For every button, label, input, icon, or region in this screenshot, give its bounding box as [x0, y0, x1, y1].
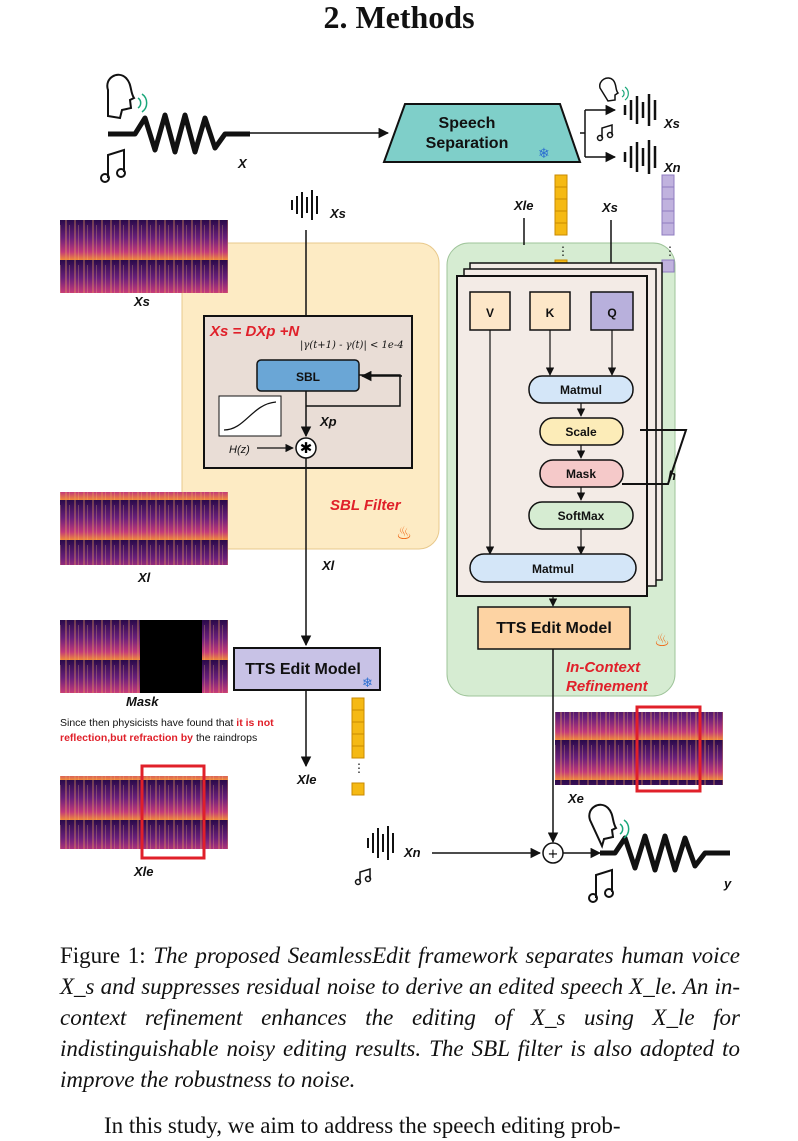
y-output-label: y [723, 876, 732, 891]
xe-highlight-box [635, 705, 702, 793]
v-box [469, 291, 511, 331]
body-paragraph-start: In this study, we aim to address the spe… [104, 1113, 621, 1138]
spectrogram-xle [60, 776, 228, 849]
output-music-icon [588, 868, 614, 903]
output-speaker-icon [588, 803, 630, 849]
matmul-bottom [469, 553, 637, 583]
xle-attn-in-label: Xle [513, 198, 534, 213]
x-input-label: X [237, 156, 248, 171]
spec-xle-label: Xle [133, 864, 154, 879]
spectrogram-xl [60, 492, 228, 565]
speech-separation-block: Speech Separation ❄ [382, 103, 582, 163]
spec-xe-label: Xe [567, 791, 584, 806]
xs-filter-in-label: Xs [329, 206, 346, 221]
xs-output-label: Xs [663, 116, 680, 131]
xn-waveform-icon [623, 140, 657, 174]
mask-sentence-line2: reflection,but refraction by the raindro… [60, 732, 257, 744]
v-label: V [486, 306, 494, 320]
mask-label: Mask [566, 467, 596, 481]
figure-caption: Figure 1: The proposed SeamlessEdit fram… [60, 940, 740, 1095]
h-heads-bracket [622, 429, 688, 485]
tts-edit-right-label: TTS Edit Model [496, 620, 612, 637]
softmax-label: SoftMax [558, 509, 605, 523]
fire-icon: ♨ [396, 523, 412, 544]
output-waveform [600, 833, 730, 873]
small-speaker-icon [599, 77, 629, 102]
svg-text:✱: ✱ [300, 439, 313, 457]
icr-title-line2: Refinement [566, 678, 649, 695]
scale-label: Scale [565, 425, 597, 439]
tts-edit-model-left [233, 647, 381, 691]
xle-out-label: Xle [296, 772, 317, 787]
spectrogram-xs [60, 220, 228, 293]
icr-title-line1: In-Context [566, 659, 641, 676]
sbl-box-label: SBL [296, 370, 320, 384]
xn-bottom-waveform-icon [367, 826, 394, 860]
input-waveform [108, 112, 250, 155]
mask-sentence-line1: Since then physicists have found that it… [60, 717, 274, 729]
k-label: K [546, 306, 555, 320]
svg-text:⋮: ⋮ [353, 761, 365, 775]
spec-xl-label: Xl [137, 570, 151, 585]
speech-separation-line1: Speech [439, 115, 496, 132]
sbl-filter-title: SBL Filter [330, 497, 402, 514]
xs-filter-waveform-icon [291, 190, 318, 220]
spectrogram-xe [555, 712, 723, 785]
svg-text:⋮: ⋮ [557, 244, 569, 258]
q-label: Q [607, 306, 616, 320]
h-label: h [668, 468, 676, 483]
xn-output-label: Xn [663, 160, 681, 175]
snowflake-icon: ❄ [538, 146, 550, 162]
speaker-icon [106, 73, 148, 120]
xle-highlight-box [140, 764, 206, 860]
sbl-criterion: |γ(t+1) - γ(t)| < 1e-4 [300, 340, 404, 351]
sbl-equation: Xs = DXp +N [209, 323, 300, 340]
xs-attn-in-label: Xs [601, 200, 618, 215]
bottom-music-icon [354, 867, 372, 886]
sum-symbol: + [548, 847, 559, 862]
svg-text:⋮: ⋮ [664, 244, 676, 258]
tts-edit-left-label: TTS Edit Model [245, 661, 361, 678]
xl-label: Xl [321, 558, 335, 573]
tts-edit-model-right [477, 606, 631, 650]
mask-region [140, 620, 202, 693]
speech-separation-line2: Separation [426, 135, 509, 152]
xle-token-strip-attn: ⋮ [554, 174, 569, 273]
spec-mask-label: Mask [126, 694, 159, 709]
caption-text: The proposed SeamlessEdit framework sepa… [60, 943, 740, 1092]
matmul-top-label: Matmul [560, 383, 602, 397]
music-note-icon [100, 148, 126, 183]
caption-prefix: Figure 1: [60, 943, 154, 968]
xn-token-strip: ⋮ [661, 174, 676, 273]
xn-bottom-label: Xn [403, 845, 421, 860]
small-music-icon [596, 123, 614, 142]
spec-xs-label: Xs [133, 294, 150, 309]
hz-label: H(z) [229, 444, 250, 456]
xle-token-strip-left: ⋮ [351, 697, 365, 796]
xs-waveform-icon [623, 94, 657, 126]
snowflake-icon-left: ❄ [362, 676, 373, 691]
q-box [590, 291, 634, 331]
sbl-inner-block [203, 315, 413, 469]
figure-diagram: X Speech Separation ❄ Xs Xn Xs Xl Mask S… [60, 73, 732, 903]
xp-label: Xp [319, 414, 337, 429]
section-heading: 2. Methods [323, 0, 475, 35]
fire-icon-right: ♨ [654, 630, 670, 651]
matmul-bottom-label: Matmul [532, 562, 574, 576]
